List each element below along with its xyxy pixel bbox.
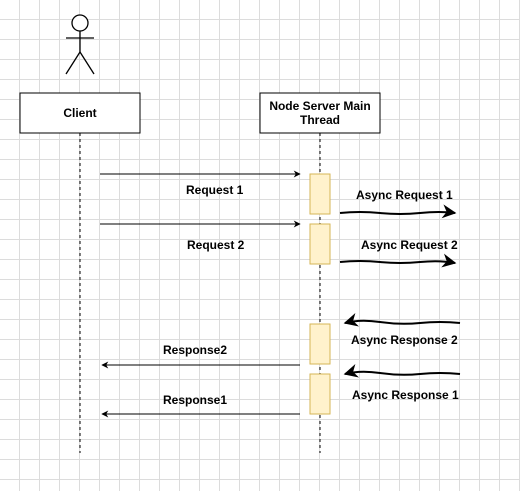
async-response2-arrow — [343, 312, 461, 327]
async-response1-arrow — [343, 363, 461, 378]
request2-label: Request 2 — [187, 238, 245, 252]
activation-bar — [309, 223, 331, 265]
async-response1-label: Async Response 1 — [352, 388, 459, 402]
async-request1-label: Async Request 1 — [356, 188, 453, 202]
server-label: Node Server Main Thread — [269, 99, 371, 127]
async-request2-arrow — [339, 253, 457, 268]
request1-label: Request 1 — [186, 183, 244, 197]
activation-bar — [309, 323, 331, 365]
response1-label: Response1 — [163, 393, 228, 407]
async-request2-label: Async Request 2 — [361, 238, 458, 252]
response2-label: Response2 — [163, 343, 228, 357]
client-label: Client — [63, 106, 97, 120]
async-response2-label: Async Response 2 — [351, 333, 458, 347]
async-request1-arrow — [339, 204, 457, 219]
actor-icon — [65, 14, 95, 75]
activation-bar — [309, 173, 331, 215]
activation-bar — [309, 373, 331, 415]
server-box — [259, 92, 381, 134]
